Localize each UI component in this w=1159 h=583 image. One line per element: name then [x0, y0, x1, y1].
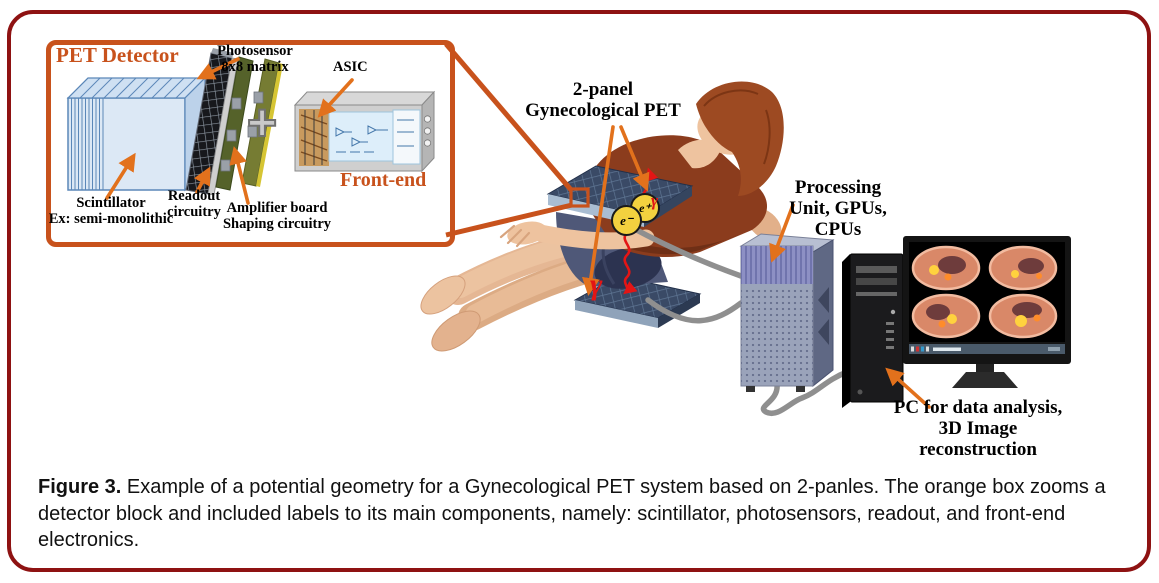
readout-label: Readout circuitry — [167, 188, 221, 220]
gamma-ray-label-bottom: γ — [590, 268, 603, 301]
video-control-bar — [909, 344, 1065, 354]
pet-scan-slices — [911, 245, 1058, 339]
photosensor-board — [185, 48, 239, 196]
detector-inset-box — [46, 40, 455, 247]
pc-tower — [842, 253, 904, 408]
processing-unit — [739, 233, 835, 392]
front-end-module — [293, 90, 436, 173]
readout-board — [215, 56, 254, 191]
amplifier-board — [241, 58, 283, 187]
inset-title: PET Detector — [56, 43, 179, 67]
gamma-ray-label-top: γ — [651, 191, 659, 210]
zoom-wedge — [444, 42, 590, 238]
processing-unit-label: Processing Unit, GPUs, CPUs — [789, 177, 887, 240]
pc-label: PC for data analysis, 3D Image reconstru… — [893, 397, 1063, 460]
amplifier-label: Amplifier board Shaping circuitry — [222, 200, 332, 232]
scintillator-stack — [66, 76, 207, 192]
annotation-arrows — [105, 57, 931, 409]
front-end-label: Front-end — [340, 169, 427, 191]
photosensor-label: Photosensor 8x8 matrix — [217, 43, 293, 75]
figure-caption-text: Example of a potential geometry for a Gy… — [38, 476, 1106, 552]
panel-label: 2-panel Gynecological PET — [525, 79, 681, 121]
electron-symbol: e⁻ — [611, 205, 642, 236]
pet-panel-bottom — [573, 275, 702, 328]
scintillator-label: Scintillator Ex: semi-monolithic — [48, 195, 174, 227]
monitor — [903, 236, 1071, 388]
figure-caption-label: Figure 3. — [38, 476, 122, 498]
plus-sign: + — [246, 94, 278, 152]
figure-caption: Figure 3. Example of a potential geometr… — [38, 474, 1138, 554]
asic-label: ASIC — [333, 59, 368, 75]
